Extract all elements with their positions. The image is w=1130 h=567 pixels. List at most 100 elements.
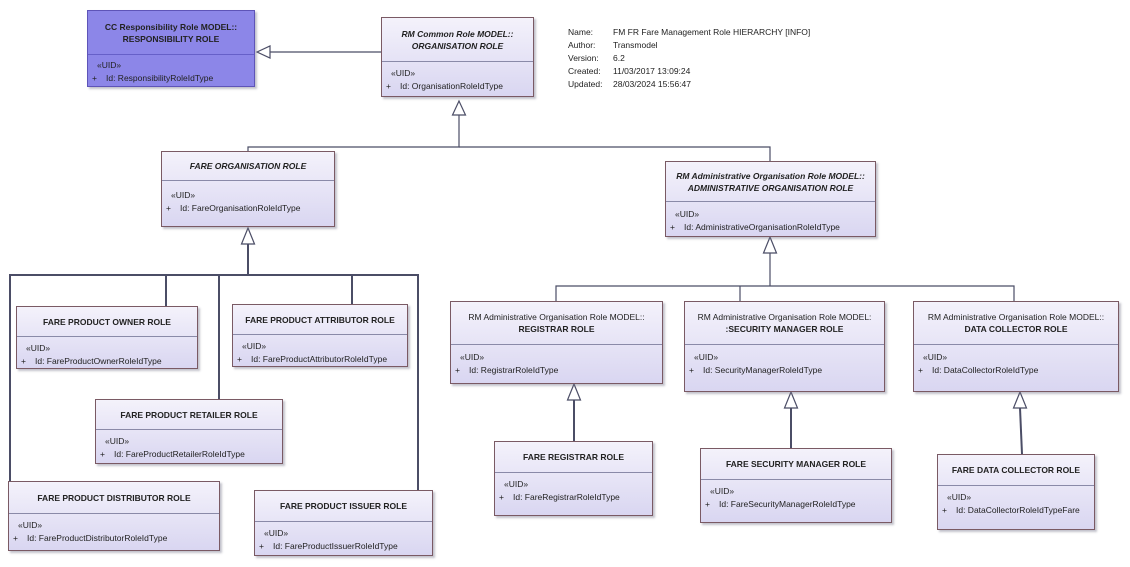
class-title: DATA COLLECTOR ROLE	[964, 324, 1068, 334]
class-registrar-role[interactable]: RM Administrative Organisation Role MODE…	[450, 301, 663, 384]
class-header: RM Administrative Organisation Role MODE…	[451, 302, 662, 345]
class-header: RM Administrative Organisation Role MODE…	[685, 302, 884, 345]
class-data-collector-role[interactable]: RM Administrative Organisation Role MODE…	[913, 301, 1119, 392]
class-title: FARE PRODUCT ISSUER ROLE	[279, 501, 408, 511]
stereotype-label: «UID»	[105, 436, 130, 446]
generalization-fare-collector	[1019, 407, 1023, 455]
class-header: FARE PRODUCT DISTRIBUTOR ROLE	[9, 482, 219, 514]
class-fare-organisation-role[interactable]: FARE ORGANISATION ROLE «UID» +Id: FareOr…	[161, 151, 335, 227]
stereotype-label: «UID»	[97, 60, 122, 70]
attribute-row: +Id: SecurityManagerRoleIdType	[689, 365, 823, 375]
class-title: FARE PRODUCT DISTRIBUTOR ROLE	[37, 492, 191, 503]
class-title: RM Common Role MODEL::	[401, 28, 514, 39]
class-fare-security-manager-role[interactable]: FARE SECURITY MANAGER ROLE «UID» +Id: Fa…	[700, 448, 892, 523]
class-title: REGISTRAR ROLE	[518, 324, 595, 334]
generalization-arrowhead	[762, 235, 778, 254]
attribute-row: +Id: FareProductRetailerRoleIdType	[100, 449, 245, 459]
generalization-admin-org-organisation	[459, 146, 771, 161]
class-fare-registrar-role[interactable]: FARE REGISTRAR ROLE «UID» +Id: FareRegis…	[494, 441, 653, 516]
class-header: FARE PRODUCT OWNER ROLE	[17, 307, 197, 337]
meta-row-created: Created:11/03/2017 13:09:24	[568, 66, 691, 76]
class-title: RESPONSIBILITY ROLE	[122, 33, 220, 44]
class-header: FARE REGISTRAR ROLE	[495, 442, 652, 473]
class-title: RM Administrative Organisation Role MODE…	[468, 312, 645, 322]
class-title: RM Administrative Organisation Role MODE…	[676, 170, 865, 181]
class-header: FARE SECURITY MANAGER ROLE	[701, 449, 891, 480]
generalization-arrowhead	[566, 382, 582, 401]
generalization-admin-subclasses	[555, 253, 1015, 301]
class-title: RM Administrative Organisation Role MODE…	[927, 312, 1105, 322]
class-title: FARE PRODUCT ATTRIBUTOR ROLE	[245, 314, 395, 325]
class-title: RM Administrative Organisation Role MODE…	[697, 312, 872, 322]
attribute-row: +Id: DataCollectorRoleIdTypeFare	[942, 505, 1080, 515]
generalization-arrowhead	[783, 390, 799, 409]
class-fare-product-owner-role[interactable]: FARE PRODUCT OWNER ROLE «UID» +Id: FareP…	[16, 306, 198, 369]
stereotype-label: «UID»	[504, 479, 529, 489]
attribute-row: +Id: FareProductOwnerRoleIdType	[21, 356, 162, 366]
class-fare-product-attributor-role[interactable]: FARE PRODUCT ATTRIBUTOR ROLE «UID» +Id: …	[232, 304, 408, 367]
attribute-row: +Id: FareSecurityManagerRoleIdType	[705, 499, 856, 509]
class-header: FARE PRODUCT RETAILER ROLE	[96, 400, 282, 430]
generalization-arrowhead	[255, 45, 271, 59]
meta-row-version: Version:6.2	[568, 53, 625, 63]
meta-row-name: Name:FM FR Fare Management Role HIERARCH…	[568, 27, 811, 37]
class-title: CC Responsibility Role MODEL::	[104, 21, 238, 32]
stereotype-label: «UID»	[242, 341, 267, 351]
generalization-arrowhead	[451, 99, 467, 116]
class-title: FARE ORGANISATION ROLE	[189, 161, 307, 171]
attribute-row: +Id: FareProductDistributorRoleIdType	[13, 533, 168, 543]
class-fare-product-distributor-role[interactable]: FARE PRODUCT DISTRIBUTOR ROLE «UID» +Id:…	[8, 481, 220, 551]
class-fare-product-retailer-role[interactable]: FARE PRODUCT RETAILER ROLE «UID» +Id: Fa…	[95, 399, 283, 464]
diagram-metadata: Name:FM FR Fare Management Role HIERARCH…	[568, 26, 810, 91]
class-header: FARE ORGANISATION ROLE	[162, 152, 334, 181]
class-organisation-role[interactable]: RM Common Role MODEL:: ORGANISATION ROLE…	[381, 17, 534, 97]
class-fare-product-issuer-role[interactable]: FARE PRODUCT ISSUER ROLE «UID» +Id: Fare…	[254, 490, 433, 556]
class-header: FARE DATA COLLECTOR ROLE	[938, 455, 1094, 486]
attribute-row: +Id: OrganisationRoleIdType	[386, 81, 504, 91]
attribute-row: +Id: AdministrativeOrganisationRoleIdTyp…	[670, 222, 840, 232]
stereotype-label: «UID»	[923, 352, 948, 362]
stereotype-label: «UID»	[26, 343, 51, 353]
attribute-row: +Id: ResponsibilityRoleIdType	[92, 73, 214, 83]
attribute-row: +Id: FareOrganisationRoleIdType	[166, 203, 301, 213]
class-title: FARE REGISTRAR ROLE	[522, 452, 625, 462]
class-administrative-organisation-role[interactable]: RM Administrative Organisation Role MODE…	[665, 161, 876, 237]
stereotype-label: «UID»	[710, 486, 735, 496]
class-title: ORGANISATION ROLE	[411, 40, 504, 51]
class-header: RM Administrative Organisation Role MODE…	[914, 302, 1118, 345]
class-title: ADMINISTRATIVE ORGANISATION ROLE	[687, 182, 854, 193]
attribute-row: +Id: FareProductIssuerRoleIdType	[259, 541, 398, 551]
stereotype-label: «UID»	[947, 492, 972, 502]
class-title: FARE DATA COLLECTOR ROLE	[951, 465, 1081, 475]
stereotype-label: «UID»	[18, 520, 43, 530]
stereotype-label: «UID»	[264, 528, 289, 538]
generalization-fare-org-organisation	[247, 115, 460, 151]
generalization-fare-products-fare-org	[9, 244, 249, 481]
stereotype-label: «UID»	[694, 352, 719, 362]
class-title: FARE SECURITY MANAGER ROLE	[725, 459, 867, 469]
class-title: FARE PRODUCT RETAILER ROLE	[120, 409, 258, 420]
meta-row-author: Author:Transmodel	[568, 40, 658, 50]
attribute-row: +Id: FareRegistrarRoleIdType	[499, 492, 620, 502]
class-responsibility-role[interactable]: CC Responsibility Role MODEL:: RESPONSIB…	[87, 10, 255, 87]
class-fare-data-collector-role[interactable]: FARE DATA COLLECTOR ROLE «UID» +Id: Data…	[937, 454, 1095, 530]
class-title: :SECURITY MANAGER ROLE	[725, 324, 844, 334]
meta-row-updated: Updated:28/03/2024 15:56:47	[568, 79, 691, 89]
stereotype-label: «UID»	[460, 352, 485, 362]
attribute-row: +Id: FareProductAttributorRoleIdType	[237, 354, 388, 364]
attribute-row: +Id: RegistrarRoleIdType	[455, 365, 559, 375]
stereotype-label: «UID»	[675, 209, 700, 219]
class-security-manager-role[interactable]: RM Administrative Organisation Role MODE…	[684, 301, 885, 392]
stereotype-label: «UID»	[391, 68, 416, 78]
class-header: RM Common Role MODEL:: ORGANISATION ROLE	[382, 18, 533, 62]
class-header: FARE PRODUCT ISSUER ROLE	[255, 491, 432, 522]
attribute-row: +Id: DataCollectorRoleIdType	[918, 365, 1039, 375]
generalization-arrowhead	[240, 226, 256, 245]
class-title: FARE PRODUCT OWNER ROLE	[43, 316, 171, 327]
class-header: RM Administrative Organisation Role MODE…	[666, 162, 875, 202]
generalization-arrowhead	[1012, 390, 1028, 409]
class-header: CC Responsibility Role MODEL:: RESPONSIB…	[88, 11, 254, 55]
class-header: FARE PRODUCT ATTRIBUTOR ROLE	[233, 305, 407, 335]
stereotype-label: «UID»	[171, 190, 196, 200]
